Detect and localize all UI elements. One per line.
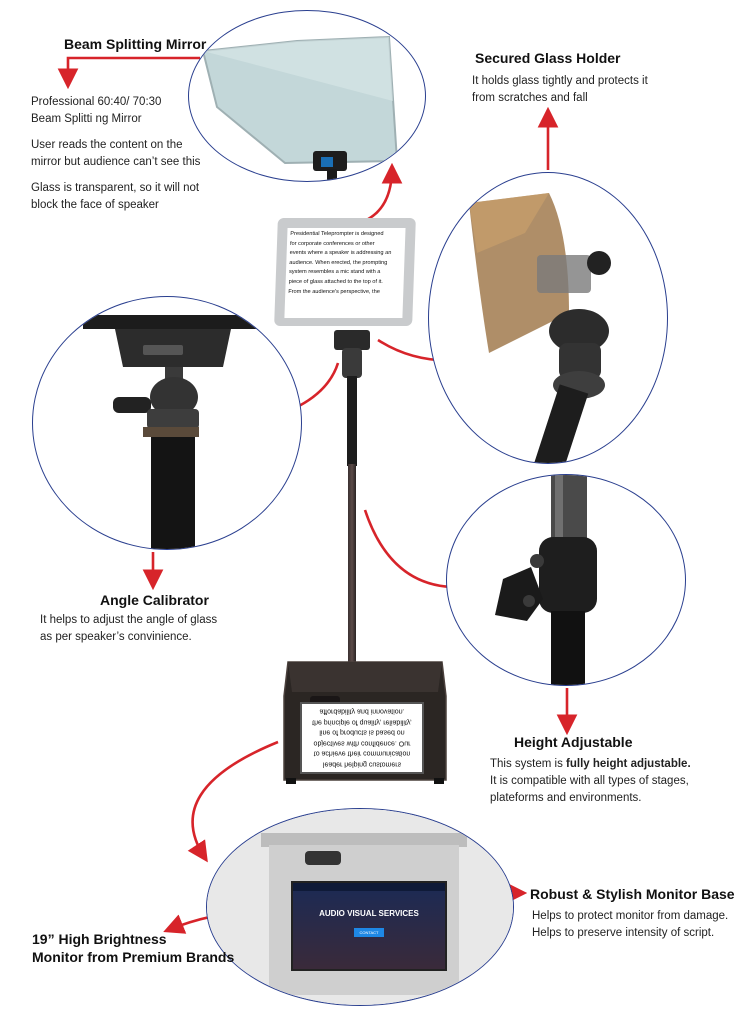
glass-text-line: piece of glass attached to the top of it… <box>288 278 383 285</box>
glass-holder-description: It holds glass tightly and protects it f… <box>472 73 682 107</box>
angle-calibrator-line1: It helps to adjust the angle of glass <box>40 614 218 626</box>
beam-mirror-line2: Beam Splitti ng Mirror <box>31 113 142 125</box>
height-description: This system is fully height adjustable. … <box>490 756 730 807</box>
teleprompter-neck <box>334 330 370 350</box>
glass-text-line: events where a speaker is addressing an <box>289 250 392 257</box>
arrow-base-to-monitor <box>187 740 279 863</box>
beam-mirror-line3: User reads the content on the <box>31 139 183 151</box>
glass-holder-heading: Secured Glass Holder <box>475 50 621 66</box>
glass-text-line: for corporate conferences or other <box>289 240 375 247</box>
glass-holder-photo <box>469 193 611 463</box>
glass-holder-line2: from scratches and fall <box>472 92 588 104</box>
beam-mirror-description: Professional 60:40/ 70:30 Beam Splitti n… <box>31 94 221 223</box>
height-heading: Height Adjustable <box>514 734 633 750</box>
arrow-beam-mirror <box>57 56 200 90</box>
beam-mirror-line4: mirror but audience can’t see this <box>31 156 201 168</box>
mirror-glass-photo <box>201 35 399 181</box>
arrow-glass-to-mirror <box>361 162 403 224</box>
teleprompter-pole-upper <box>347 376 357 466</box>
monitor-mirrored-screen: leader helping customers to achieve thei… <box>300 702 424 774</box>
glass-text-line: From the audience's perspective, the <box>288 288 380 295</box>
mirrored-text-line: objectives with confidence. Our <box>313 739 411 747</box>
monitor-heading: 19” High Brightness Monitor from Premium… <box>32 930 234 966</box>
mirrored-text-line: leader helping customers <box>322 760 402 768</box>
mirrored-text-line: affordability and innovation. <box>319 707 405 715</box>
mirrored-text-line: the principle of quality, reliability, <box>312 718 412 726</box>
monitor-circle: AUDIO VISUAL SERVICES CONTACT <box>206 808 514 1006</box>
height-line2: It is compatible with all types of stage… <box>490 775 689 787</box>
website-contact-button: CONTACT <box>354 928 384 937</box>
angle-calibrator-description: It helps to adjust the angle of glass as… <box>40 612 250 646</box>
teleprompter-glass: Presidential Teleprompter is designed fo… <box>274 218 416 326</box>
beam-mirror-heading: Beam Splitting Mirror <box>64 36 207 52</box>
glass-text-line: Presidential Teleprompter is designed <box>290 231 384 237</box>
glass-text-line: system resembles a mic stand with a <box>288 269 381 276</box>
teleprompter-clamp <box>342 348 362 378</box>
website-navbar <box>293 883 445 891</box>
angle-calibrator-heading: Angle Calibrator <box>100 592 209 608</box>
monitor-base-description: Helps to protect monitor from damage. He… <box>532 908 736 942</box>
mirrored-text-line: to achieve their communication <box>313 749 411 757</box>
monitor-base-housing: leader helping customers to achieve thei… <box>280 656 450 784</box>
glass-holder-line1: It holds glass tightly and protects it <box>472 75 648 87</box>
glass-text-line: audience. When erected, the prompting <box>289 259 388 266</box>
website-title: AUDIO VISUAL SERVICES <box>319 909 419 918</box>
teleprompter-pole-lower <box>348 464 356 664</box>
website-screen: AUDIO VISUAL SERVICES CONTACT <box>291 881 447 971</box>
angle-calibrator-line2: as per speaker’s convinience. <box>40 631 192 643</box>
angle-calibrator-photo <box>83 315 273 549</box>
height-line3: plateforms and environments. <box>490 792 642 804</box>
angle-calibrator-circle <box>32 296 302 550</box>
height-adjust-photo <box>495 475 597 685</box>
mirrored-text-line: line of products is based on <box>319 728 405 736</box>
monitor-base-heading: Robust & Stylish Monitor Base <box>530 886 735 902</box>
beam-mirror-line6: block the face of speaker <box>31 199 159 211</box>
monitor-base-line1: Helps to protect monitor from damage. <box>532 910 729 922</box>
beam-mirror-line1: Professional 60:40/ 70:30 <box>31 96 162 108</box>
glass-holder-circle <box>428 172 668 464</box>
teleprompter-glass-screen: Presidential Teleprompter is designed fo… <box>284 228 406 318</box>
height-line1-bold: fully height adjustable. <box>566 758 691 770</box>
monitor-heading-line2: Monitor from Premium Brands <box>32 949 235 965</box>
beam-mirror-line5: Glass is transparent, so it will not <box>31 182 200 194</box>
mirror-glass-circle <box>188 10 426 182</box>
monitor-heading-line1: 19” High Brightness <box>32 931 167 947</box>
height-adjust-circle <box>446 474 686 686</box>
monitor-base-line2: Helps to preserve intensity of script. <box>532 927 715 939</box>
height-line1-prefix: This system is <box>490 758 567 770</box>
